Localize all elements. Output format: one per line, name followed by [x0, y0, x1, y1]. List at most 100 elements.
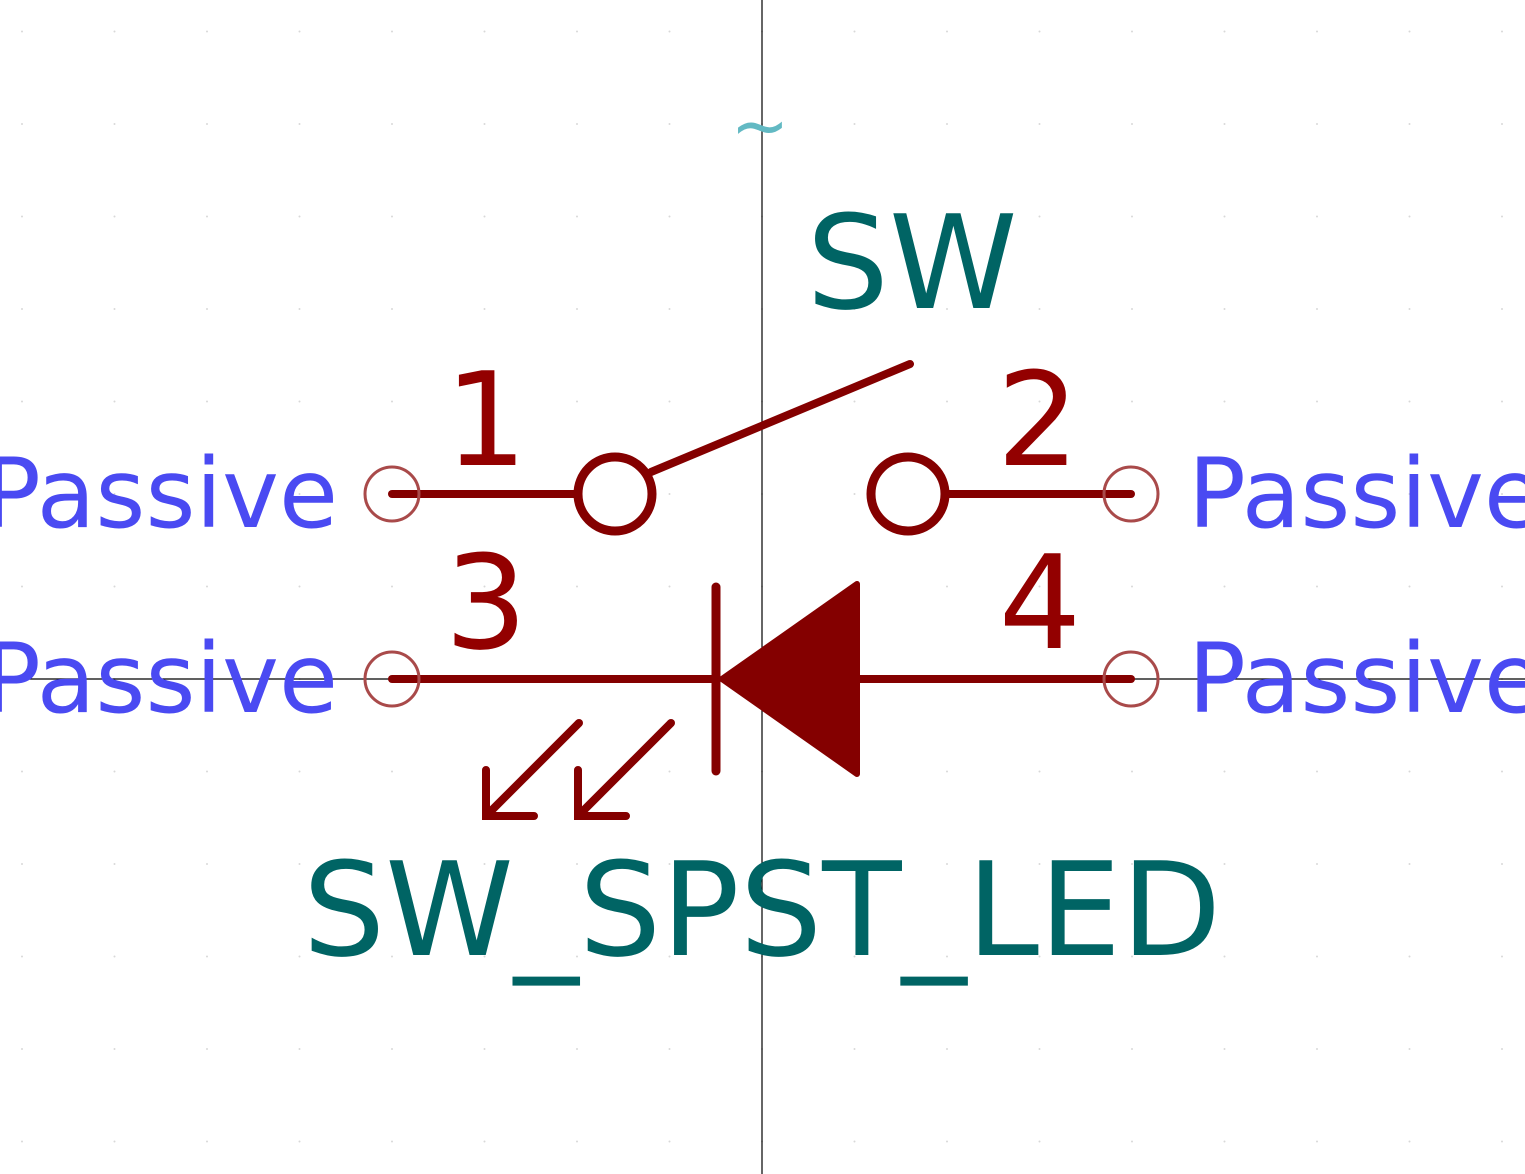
grid-dot [1408, 123, 1411, 125]
grid-dot [1408, 1048, 1411, 1050]
grid-dot [113, 770, 116, 773]
grid-dot [21, 1140, 23, 1143]
grid-dot [1038, 215, 1041, 218]
grid-dot [1038, 585, 1041, 588]
grid-dot [946, 400, 948, 403]
reference-field[interactable]: SW [806, 187, 1017, 339]
pin-4-end-marker [1102, 650, 1160, 708]
grid-dot [668, 215, 671, 218]
grid-dot [668, 585, 671, 588]
grid-dot [21, 308, 23, 310]
grid-dot [483, 123, 486, 125]
grid-dot [113, 123, 116, 125]
grid-dot [576, 1048, 578, 1050]
grid-dot [206, 1140, 208, 1143]
grid-dot [853, 493, 856, 495]
grid-dot [1038, 123, 1041, 125]
grid-dot [946, 30, 948, 33]
grid-dot [483, 215, 486, 218]
footprint-field[interactable]: ~ [731, 85, 790, 167]
pin-1-type: Passive [0, 438, 338, 550]
grid-dot [483, 863, 486, 865]
grid-dot [391, 30, 393, 33]
grid-dot [391, 1048, 393, 1050]
grid-dot [298, 1048, 301, 1050]
grid-dot [298, 585, 301, 588]
grid-dot [1408, 30, 1411, 33]
pin-1-number: 1 [445, 344, 528, 496]
grid-dot [113, 30, 116, 33]
grid-dot [483, 308, 486, 310]
pin-1-end-marker [363, 465, 421, 523]
grid-dot [1038, 308, 1041, 310]
grid-dot [1408, 493, 1411, 495]
grid-dot [1501, 493, 1503, 495]
grid-dot [21, 863, 23, 865]
grid-dot [1408, 308, 1411, 310]
grid-dot [853, 863, 856, 865]
grid-dot [206, 308, 208, 310]
grid-dot [1408, 863, 1411, 865]
led-diode-icon[interactable] [388, 581, 1135, 820]
grid-dot [1131, 308, 1133, 310]
grid-dot [206, 770, 208, 773]
grid-dot [1316, 400, 1318, 403]
grid-dot [853, 955, 856, 958]
grid-dot [668, 1048, 671, 1050]
grid-dot [1131, 1048, 1133, 1050]
switch-contact-left [573, 452, 657, 536]
grid-dot [298, 400, 301, 403]
grid-dot [1223, 955, 1226, 958]
grid-dot [576, 123, 578, 125]
grid-dot [946, 215, 948, 218]
grid-dot [298, 123, 301, 125]
grid-dot [1408, 585, 1411, 588]
grid-dot [113, 1140, 116, 1143]
grid-dot [21, 123, 23, 125]
grid-dot [206, 123, 208, 125]
grid-dot [483, 400, 486, 403]
grid-dot [1316, 30, 1318, 33]
grid-dot [206, 1048, 208, 1050]
grid-dot [1316, 493, 1318, 495]
grid-dot [946, 955, 948, 958]
switch-icon[interactable] [388, 360, 1135, 536]
grid-dot [1408, 1140, 1411, 1143]
grid-dot [1408, 770, 1411, 773]
grid-dot [483, 1140, 486, 1143]
grid-dot [483, 1048, 486, 1050]
grid-dot [1501, 863, 1503, 865]
grid-dot [1038, 955, 1041, 958]
grid-dot [21, 493, 23, 495]
grid-dot [576, 400, 578, 403]
pin-2-number: 2 [997, 344, 1080, 496]
grid-dot [853, 215, 856, 218]
grid-dot [1316, 955, 1318, 958]
grid-dot [113, 1048, 116, 1050]
grid-dot [576, 30, 578, 33]
grid-dot [206, 955, 208, 958]
grid-dot [298, 30, 301, 33]
grid-dot [946, 1048, 948, 1050]
grid-dot [853, 308, 856, 310]
grid-dot [298, 955, 301, 958]
grid-dot [1223, 493, 1226, 495]
grid-dot [1131, 863, 1133, 865]
grid-dot [1316, 585, 1318, 588]
grid-dot [298, 215, 301, 218]
grid-dot [1501, 123, 1503, 125]
grid-dot [483, 955, 486, 958]
pin-3-end-marker [363, 650, 421, 708]
grid-dot [668, 123, 671, 125]
grid-dot [21, 770, 23, 773]
grid-dot [1316, 123, 1318, 125]
grid-dot [1501, 770, 1503, 773]
value-field[interactable]: SW_SPST_LED [303, 834, 1222, 986]
grid-dot [1131, 400, 1133, 403]
grid-dot [21, 585, 23, 588]
grid-dot [1316, 1048, 1318, 1050]
grid-dot [576, 955, 578, 958]
grid-dot [391, 400, 393, 403]
pin-2-type: Passive [1188, 438, 1525, 550]
